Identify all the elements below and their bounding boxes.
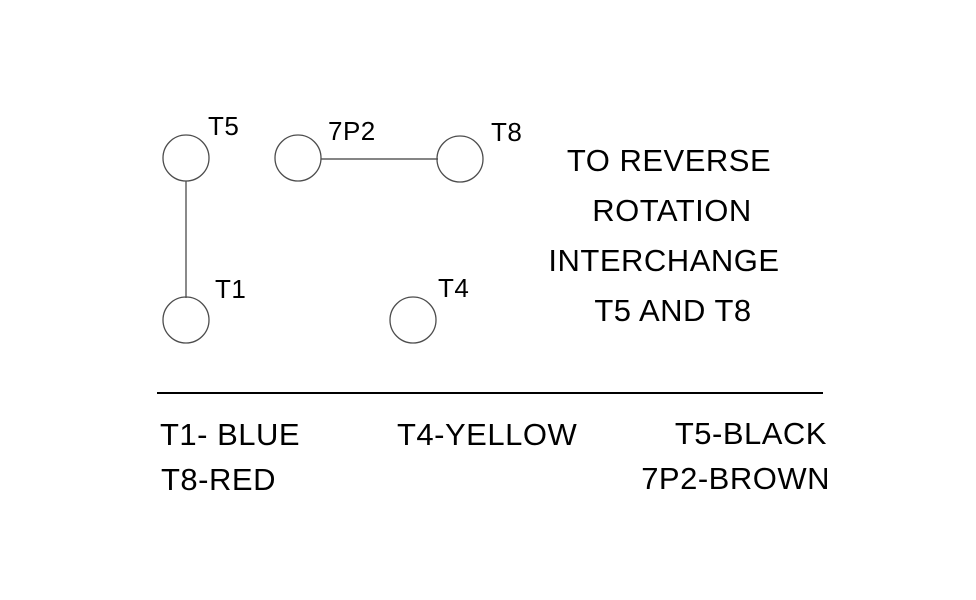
terminal-circle-t4 [389,296,437,344]
legend-t5-black: T5-BLACK [675,416,827,451]
terminal-label-t8: T8 [491,117,522,147]
terminal-circle-t1 [162,296,210,344]
reverse-note-line-4: T5 AND T8 [594,293,751,328]
terminal-circle-t8 [436,135,484,183]
reverse-note-line-3: INTERCHANGE [548,243,779,278]
terminal-label-t4: T4 [438,273,469,303]
legend-7p2-brown: 7P2-BROWN [641,461,830,496]
reverse-note-line-1: TO REVERSE [567,143,771,178]
terminal-label-7p2: 7P2 [328,116,376,146]
terminal-circle-t5 [162,134,210,182]
terminal-label-t5: T5 [208,111,239,141]
legend-t4-yellow: T4-YELLOW [397,417,577,452]
legend-t8-red: T8-RED [161,462,276,497]
legend-t1-blue: T1- BLUE [160,417,300,452]
terminal-label-t1: T1 [215,274,246,304]
terminal-circle-7p2 [274,134,322,182]
reverse-note-line-2: ROTATION [592,193,752,228]
